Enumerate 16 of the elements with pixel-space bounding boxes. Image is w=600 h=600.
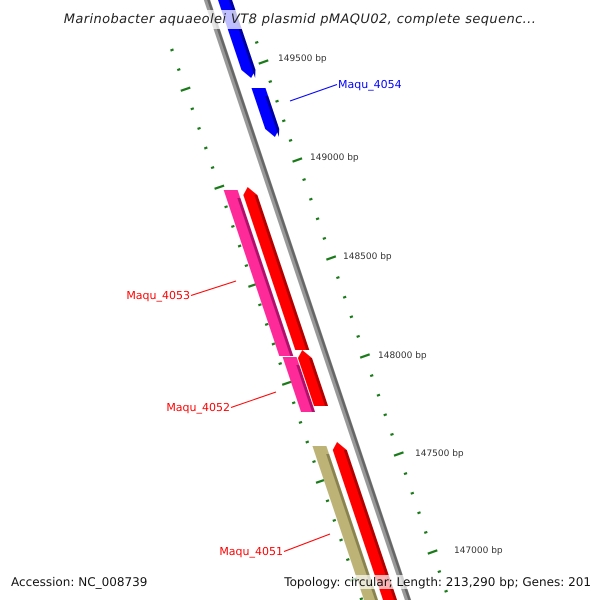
gene-label: Maqu_4054 [338,78,402,91]
tick-label: 147000 bp [454,546,503,556]
leader-line [284,534,330,552]
gene-label: Maqu_4052 [166,401,230,414]
gene-label: Maqu_4051 [219,545,283,558]
tick-label: 149500 bp [278,54,327,64]
tick-label: 147500 bp [415,449,464,459]
tick-label: 148500 bp [343,252,392,262]
info-text: Topology: circular; Length: 213,290 bp; Genes: 201 [283,575,592,589]
tick-label: 148000 bp [378,351,427,361]
leader-line [190,280,236,296]
tick-label: 149000 bp [310,153,359,163]
leader-line [290,84,338,102]
info-text: Accession: NC_008739 [10,575,148,589]
leader-line [230,392,276,408]
gene-label: Maqu_4053 [126,289,190,302]
